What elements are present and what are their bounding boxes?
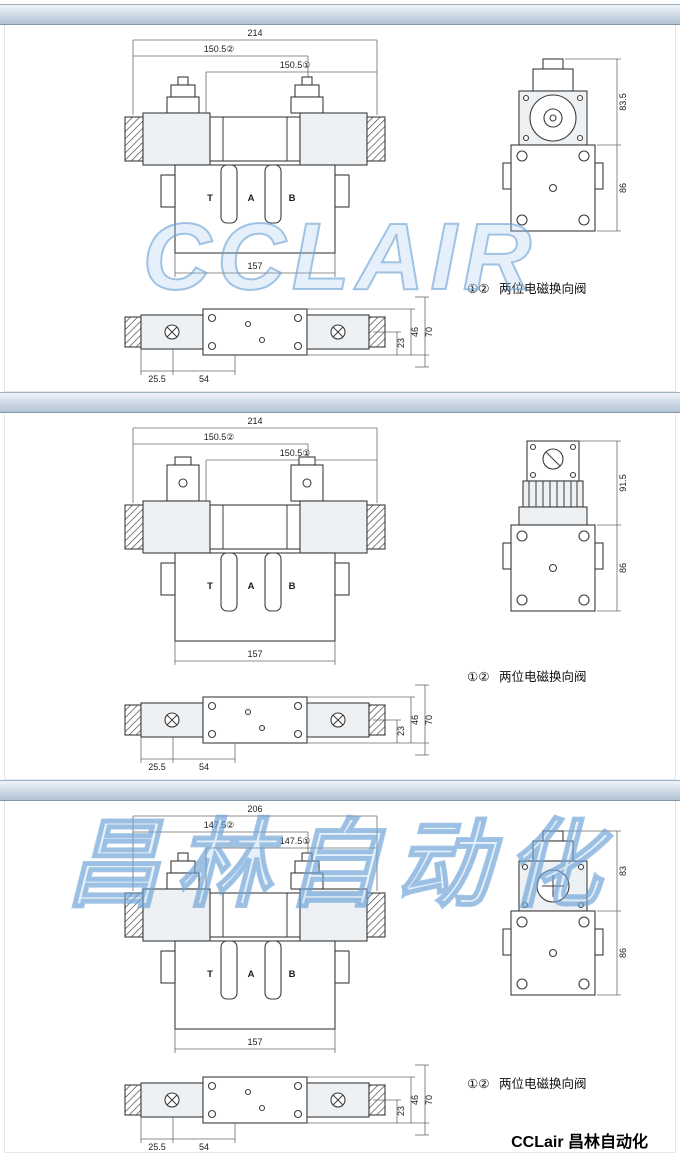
dim-side-upper-height: 83 bbox=[618, 866, 628, 876]
section-3-drawing: 206 147.5② 147.5① bbox=[124, 804, 628, 1152]
section-3-drawing-panel: 昌林自动化 206 147.5② 147.5① bbox=[4, 801, 676, 1153]
port-label-t: T bbox=[207, 193, 213, 204]
plan-view: 23 46 70 25.5 54 bbox=[124, 684, 434, 772]
dim-plan-54: 54 bbox=[199, 762, 209, 772]
dim-length-left: 150.5② bbox=[204, 44, 235, 54]
section-2-drawing-panel: 214 150.5② 150.5① bbox=[4, 413, 676, 780]
dim-plan-54: 54 bbox=[199, 1142, 209, 1152]
dim-body-width: 157 bbox=[247, 649, 262, 659]
port-label-a: A bbox=[248, 969, 255, 980]
caption-refs: ①② bbox=[467, 282, 489, 296]
valve-caption: ①② 两位电磁换向阀 bbox=[467, 281, 587, 296]
dim-plan-46: 46 bbox=[410, 715, 420, 725]
front-view: 214 150.5② 150.5① bbox=[124, 416, 386, 665]
caption-refs: ①② bbox=[467, 1077, 489, 1091]
dim-length-right: 150.5① bbox=[280, 448, 311, 458]
dim-plan-25-5: 25.5 bbox=[148, 1142, 166, 1152]
section-3-header: 外形尺寸 03 交流插座式 bbox=[0, 780, 680, 817]
section-1-drawing-panel: CCLAIR 214 150.5② 150.5① bbox=[4, 25, 676, 392]
dim-overall-width: 206 bbox=[247, 804, 262, 814]
dim-side-upper-height: 91.5 bbox=[618, 474, 628, 492]
caption-refs: ①② bbox=[467, 670, 489, 684]
port-label-t: T bbox=[207, 969, 213, 980]
side-view: 91.5 86 bbox=[502, 440, 628, 612]
port-label-b: B bbox=[289, 969, 296, 980]
dim-plan-54: 54 bbox=[199, 374, 209, 384]
section-2-header: 外形尺寸 03 直流线盒式 bbox=[0, 392, 680, 429]
valve-caption: ①② 两位电磁换向阀 bbox=[467, 669, 587, 684]
dim-plan-70: 70 bbox=[424, 715, 434, 725]
section-1-drawing: 214 150.5② 150.5① bbox=[124, 28, 628, 384]
dim-side-body-height: 86 bbox=[618, 563, 628, 573]
dim-side-body-height: 86 bbox=[618, 183, 628, 193]
dim-plan-25-5: 25.5 bbox=[148, 374, 166, 384]
caption-text: 两位电磁换向阀 bbox=[499, 1076, 587, 1091]
section-2-drawing: 214 150.5② 150.5① bbox=[124, 416, 628, 772]
section-1-header: 外形尺寸 03 直流插座式 bbox=[0, 4, 680, 41]
dim-overall-width: 214 bbox=[247, 416, 262, 426]
dim-plan-25-5: 25.5 bbox=[148, 762, 166, 772]
dim-side-body-height: 86 bbox=[618, 948, 628, 958]
caption-text: 两位电磁换向阀 bbox=[499, 669, 587, 684]
plan-view: 23 46 70 25.5 54 bbox=[124, 1064, 434, 1152]
front-view: 206 147.5② 147.5① bbox=[124, 804, 386, 1053]
port-label-b: B bbox=[289, 193, 296, 204]
side-view: 83 86 bbox=[502, 830, 628, 996]
dim-length-left: 150.5② bbox=[204, 432, 235, 442]
valve-caption: ①② 两位电磁换向阀 bbox=[467, 1076, 587, 1091]
side-view: 83.5 86 bbox=[502, 58, 628, 232]
port-label-b: B bbox=[289, 581, 296, 592]
dim-length-right: 150.5① bbox=[280, 60, 311, 70]
front-view: 214 150.5② 150.5① bbox=[124, 28, 386, 277]
dim-body-width: 157 bbox=[247, 1037, 262, 1047]
footer-brand: CCLair 昌林自动化 bbox=[511, 1134, 648, 1151]
dim-plan-70: 70 bbox=[424, 1095, 434, 1105]
dim-plan-23: 23 bbox=[396, 726, 406, 736]
caption-text: 两位电磁换向阀 bbox=[499, 281, 587, 296]
dim-plan-23: 23 bbox=[396, 338, 406, 348]
dim-plan-46: 46 bbox=[410, 327, 420, 337]
plan-view: 23 46 70 25.5 54 bbox=[124, 296, 434, 384]
dim-plan-70: 70 bbox=[424, 327, 434, 337]
port-label-a: A bbox=[248, 193, 255, 204]
dim-plan-46: 46 bbox=[410, 1095, 420, 1105]
dim-side-upper-height: 83.5 bbox=[618, 93, 628, 111]
dim-body-width: 157 bbox=[247, 261, 262, 271]
dim-overall-width: 214 bbox=[247, 28, 262, 38]
dim-plan-23: 23 bbox=[396, 1106, 406, 1116]
port-label-a: A bbox=[248, 581, 255, 592]
dim-length-left: 147.5② bbox=[204, 820, 235, 830]
port-label-t: T bbox=[207, 581, 213, 592]
dim-length-right: 147.5① bbox=[280, 836, 311, 846]
